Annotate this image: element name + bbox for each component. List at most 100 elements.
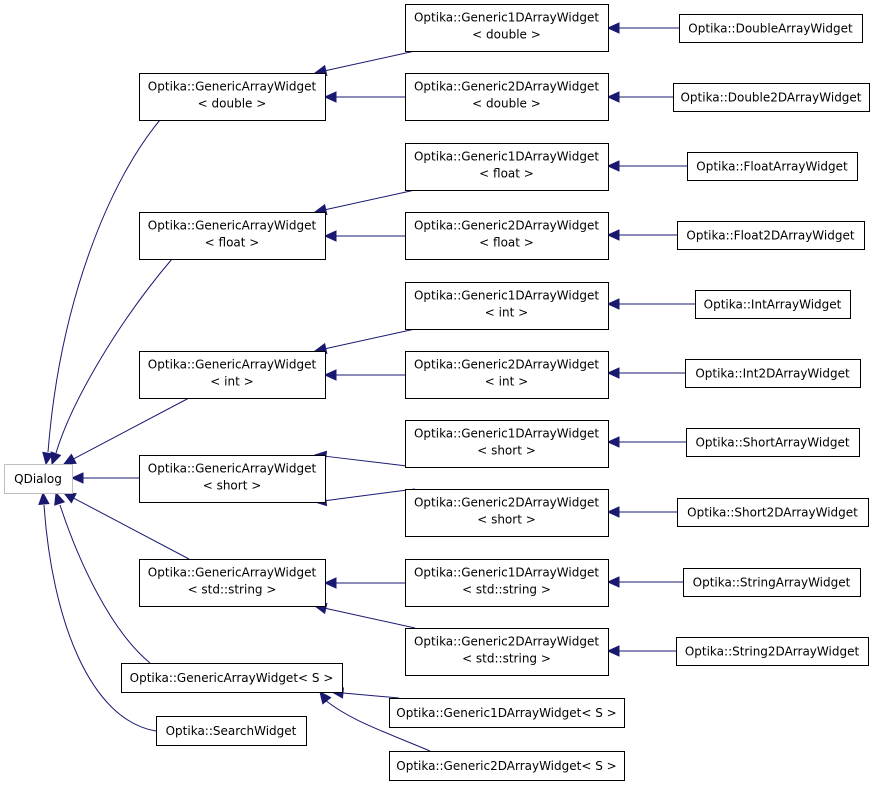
class-name: Optika::GenericArrayWidget <box>148 462 317 476</box>
class-box <box>405 282 609 330</box>
class-box <box>405 628 609 676</box>
edge-g2d_short-to-gaw_short <box>313 488 416 507</box>
class-box <box>405 559 609 607</box>
arrowhead <box>323 91 337 103</box>
edge-gaw_float-to-qdialog <box>50 258 173 466</box>
class-node-g2d-string[interactable]: Optika::Generic2DArrayWidget< std::strin… <box>405 628 609 676</box>
edge-float2d_aw-to-g2d_float <box>606 229 677 241</box>
class-box <box>687 152 858 181</box>
class-node-g1d-s[interactable]: Optika::Generic1DArrayWidget< S > <box>389 698 625 728</box>
class-box <box>405 4 609 52</box>
class-name: Optika::Generic2DArrayWidget <box>414 80 599 94</box>
class-node-double2d-aw[interactable]: Optika::Double2DArrayWidget <box>673 83 870 112</box>
class-name: Optika::Generic2DArrayWidget <box>414 358 599 372</box>
class-name: Optika::GenericArrayWidget< S > <box>130 671 334 685</box>
arrowhead <box>606 576 620 588</box>
class-node-gaw-short[interactable]: Optika::GenericArrayWidget< short > <box>139 455 326 503</box>
class-name: Optika::StringArrayWidget <box>693 576 851 590</box>
class-box <box>405 143 609 191</box>
arrowhead <box>38 491 50 505</box>
class-node-gaw-string[interactable]: Optika::GenericArrayWidget< std::string … <box>139 559 326 607</box>
arrowhead <box>62 453 77 465</box>
arrowhead <box>606 298 620 310</box>
class-node-g2d-short[interactable]: Optika::Generic2DArrayWidget< short > <box>405 489 609 537</box>
template-argument: < short > <box>477 444 536 458</box>
template-argument: < double > <box>472 97 541 111</box>
class-node-g1d-float[interactable]: Optika::Generic1DArrayWidget< float > <box>405 143 609 191</box>
class-box <box>405 351 609 399</box>
class-node-short2d-aw[interactable]: Optika::Short2DArrayWidget <box>677 498 869 527</box>
class-node-short-aw[interactable]: Optika::ShortArrayWidget <box>686 428 860 457</box>
edge-search-to-qdialog <box>38 491 157 732</box>
class-node-int2d-aw[interactable]: Optika::Int2DArrayWidget <box>685 359 861 388</box>
template-argument: < float > <box>479 236 534 250</box>
arrowhead <box>62 492 77 504</box>
template-argument: < short > <box>203 479 262 493</box>
edge-string2d_aw-to-g2d_string <box>606 645 676 657</box>
edge-double_aw-to-g1d_double <box>606 22 679 34</box>
edge-g1d_float-to-gaw_float <box>313 189 416 216</box>
arrowhead <box>319 691 332 705</box>
class-name: Optika::Generic1DArrayWidget <box>414 427 599 441</box>
edge-gaw_short-to-qdialog <box>70 472 139 484</box>
class-name: Optika::Int2DArrayWidget <box>695 367 850 381</box>
edge-g1d_short-to-gaw_short <box>313 450 416 468</box>
class-node-gaw-s[interactable]: Optika::GenericArrayWidget< S > <box>121 663 343 693</box>
class-box <box>405 420 609 468</box>
edge-g1d_double-to-gaw_double <box>313 50 416 77</box>
class-node-gaw-float[interactable]: Optika::GenericArrayWidget< float > <box>139 212 326 260</box>
class-node-search[interactable]: Optika::SearchWidget <box>156 716 307 746</box>
class-node-g1d-string[interactable]: Optika::Generic1DArrayWidget< std::strin… <box>405 559 609 607</box>
class-node-qdialog[interactable]: QDialog <box>4 464 73 494</box>
class-node-int-aw[interactable]: Optika::IntArrayWidget <box>695 290 851 319</box>
class-box <box>139 455 326 503</box>
class-node-g2d-float[interactable]: Optika::Generic2DArrayWidget< float > <box>405 212 609 260</box>
template-argument: < float > <box>479 167 534 181</box>
class-name: QDialog <box>14 472 62 486</box>
class-node-g2d-s[interactable]: Optika::Generic2DArrayWidget< S > <box>389 751 625 781</box>
class-box <box>139 351 326 399</box>
class-node-float-aw[interactable]: Optika::FloatArrayWidget <box>687 152 858 181</box>
class-box <box>121 663 343 693</box>
class-name: Optika::Generic1DArrayWidget <box>414 150 599 164</box>
class-name: Optika::Short2DArrayWidget <box>687 506 858 520</box>
template-argument: < short > <box>477 513 536 527</box>
arrowhead <box>606 436 620 448</box>
class-node-gaw-int[interactable]: Optika::GenericArrayWidget< int > <box>139 351 326 399</box>
template-argument: < double > <box>472 28 541 42</box>
edge-g2d_s-to-gaw_s <box>319 691 431 752</box>
class-node-float2d-aw[interactable]: Optika::Float2DArrayWidget <box>677 221 865 250</box>
class-node-g1d-int[interactable]: Optika::Generic1DArrayWidget< int > <box>405 282 609 330</box>
class-name: Optika::IntArrayWidget <box>704 298 842 312</box>
class-box <box>139 73 326 121</box>
class-node-string2d-aw[interactable]: Optika::String2DArrayWidget <box>676 637 869 666</box>
class-node-string-aw[interactable]: Optika::StringArrayWidget <box>683 568 861 597</box>
class-box <box>686 428 860 457</box>
edge-gaw_double-to-qdialog <box>42 119 161 466</box>
class-node-double-aw[interactable]: Optika::DoubleArrayWidget <box>679 14 863 43</box>
template-argument: < std::string > <box>188 583 277 597</box>
class-node-gaw-double[interactable]: Optika::GenericArrayWidget< double > <box>139 73 326 121</box>
arrowhead <box>42 451 54 466</box>
class-name: Optika::SearchWidget <box>166 724 297 738</box>
class-box <box>4 464 73 494</box>
class-name: Optika::GenericArrayWidget <box>148 358 317 372</box>
class-box <box>676 637 869 666</box>
class-node-g2d-int[interactable]: Optika::Generic2DArrayWidget< int > <box>405 351 609 399</box>
class-name: Optika::GenericArrayWidget <box>148 219 317 233</box>
arrowhead <box>606 160 620 172</box>
class-box <box>405 73 609 121</box>
class-name: Optika::GenericArrayWidget <box>148 566 317 580</box>
class-name: Optika::Generic2DArrayWidget <box>414 635 599 649</box>
arrowhead <box>323 230 337 242</box>
class-box <box>679 14 863 43</box>
class-name: Optika::Double2DArrayWidget <box>680 91 861 105</box>
class-node-g1d-double[interactable]: Optika::Generic1DArrayWidget< double > <box>405 4 609 52</box>
class-name: Optika::GenericArrayWidget <box>148 80 317 94</box>
edge-double2d_aw-to-g2d_double <box>606 91 673 103</box>
edge-gaw_s-to-qdialog <box>54 491 151 664</box>
class-node-g1d-short[interactable]: Optika::Generic1DArrayWidget< short > <box>405 420 609 468</box>
edge-string_aw-to-g1d_string <box>606 576 683 588</box>
class-node-g2d-double[interactable]: Optika::Generic2DArrayWidget< double > <box>405 73 609 121</box>
